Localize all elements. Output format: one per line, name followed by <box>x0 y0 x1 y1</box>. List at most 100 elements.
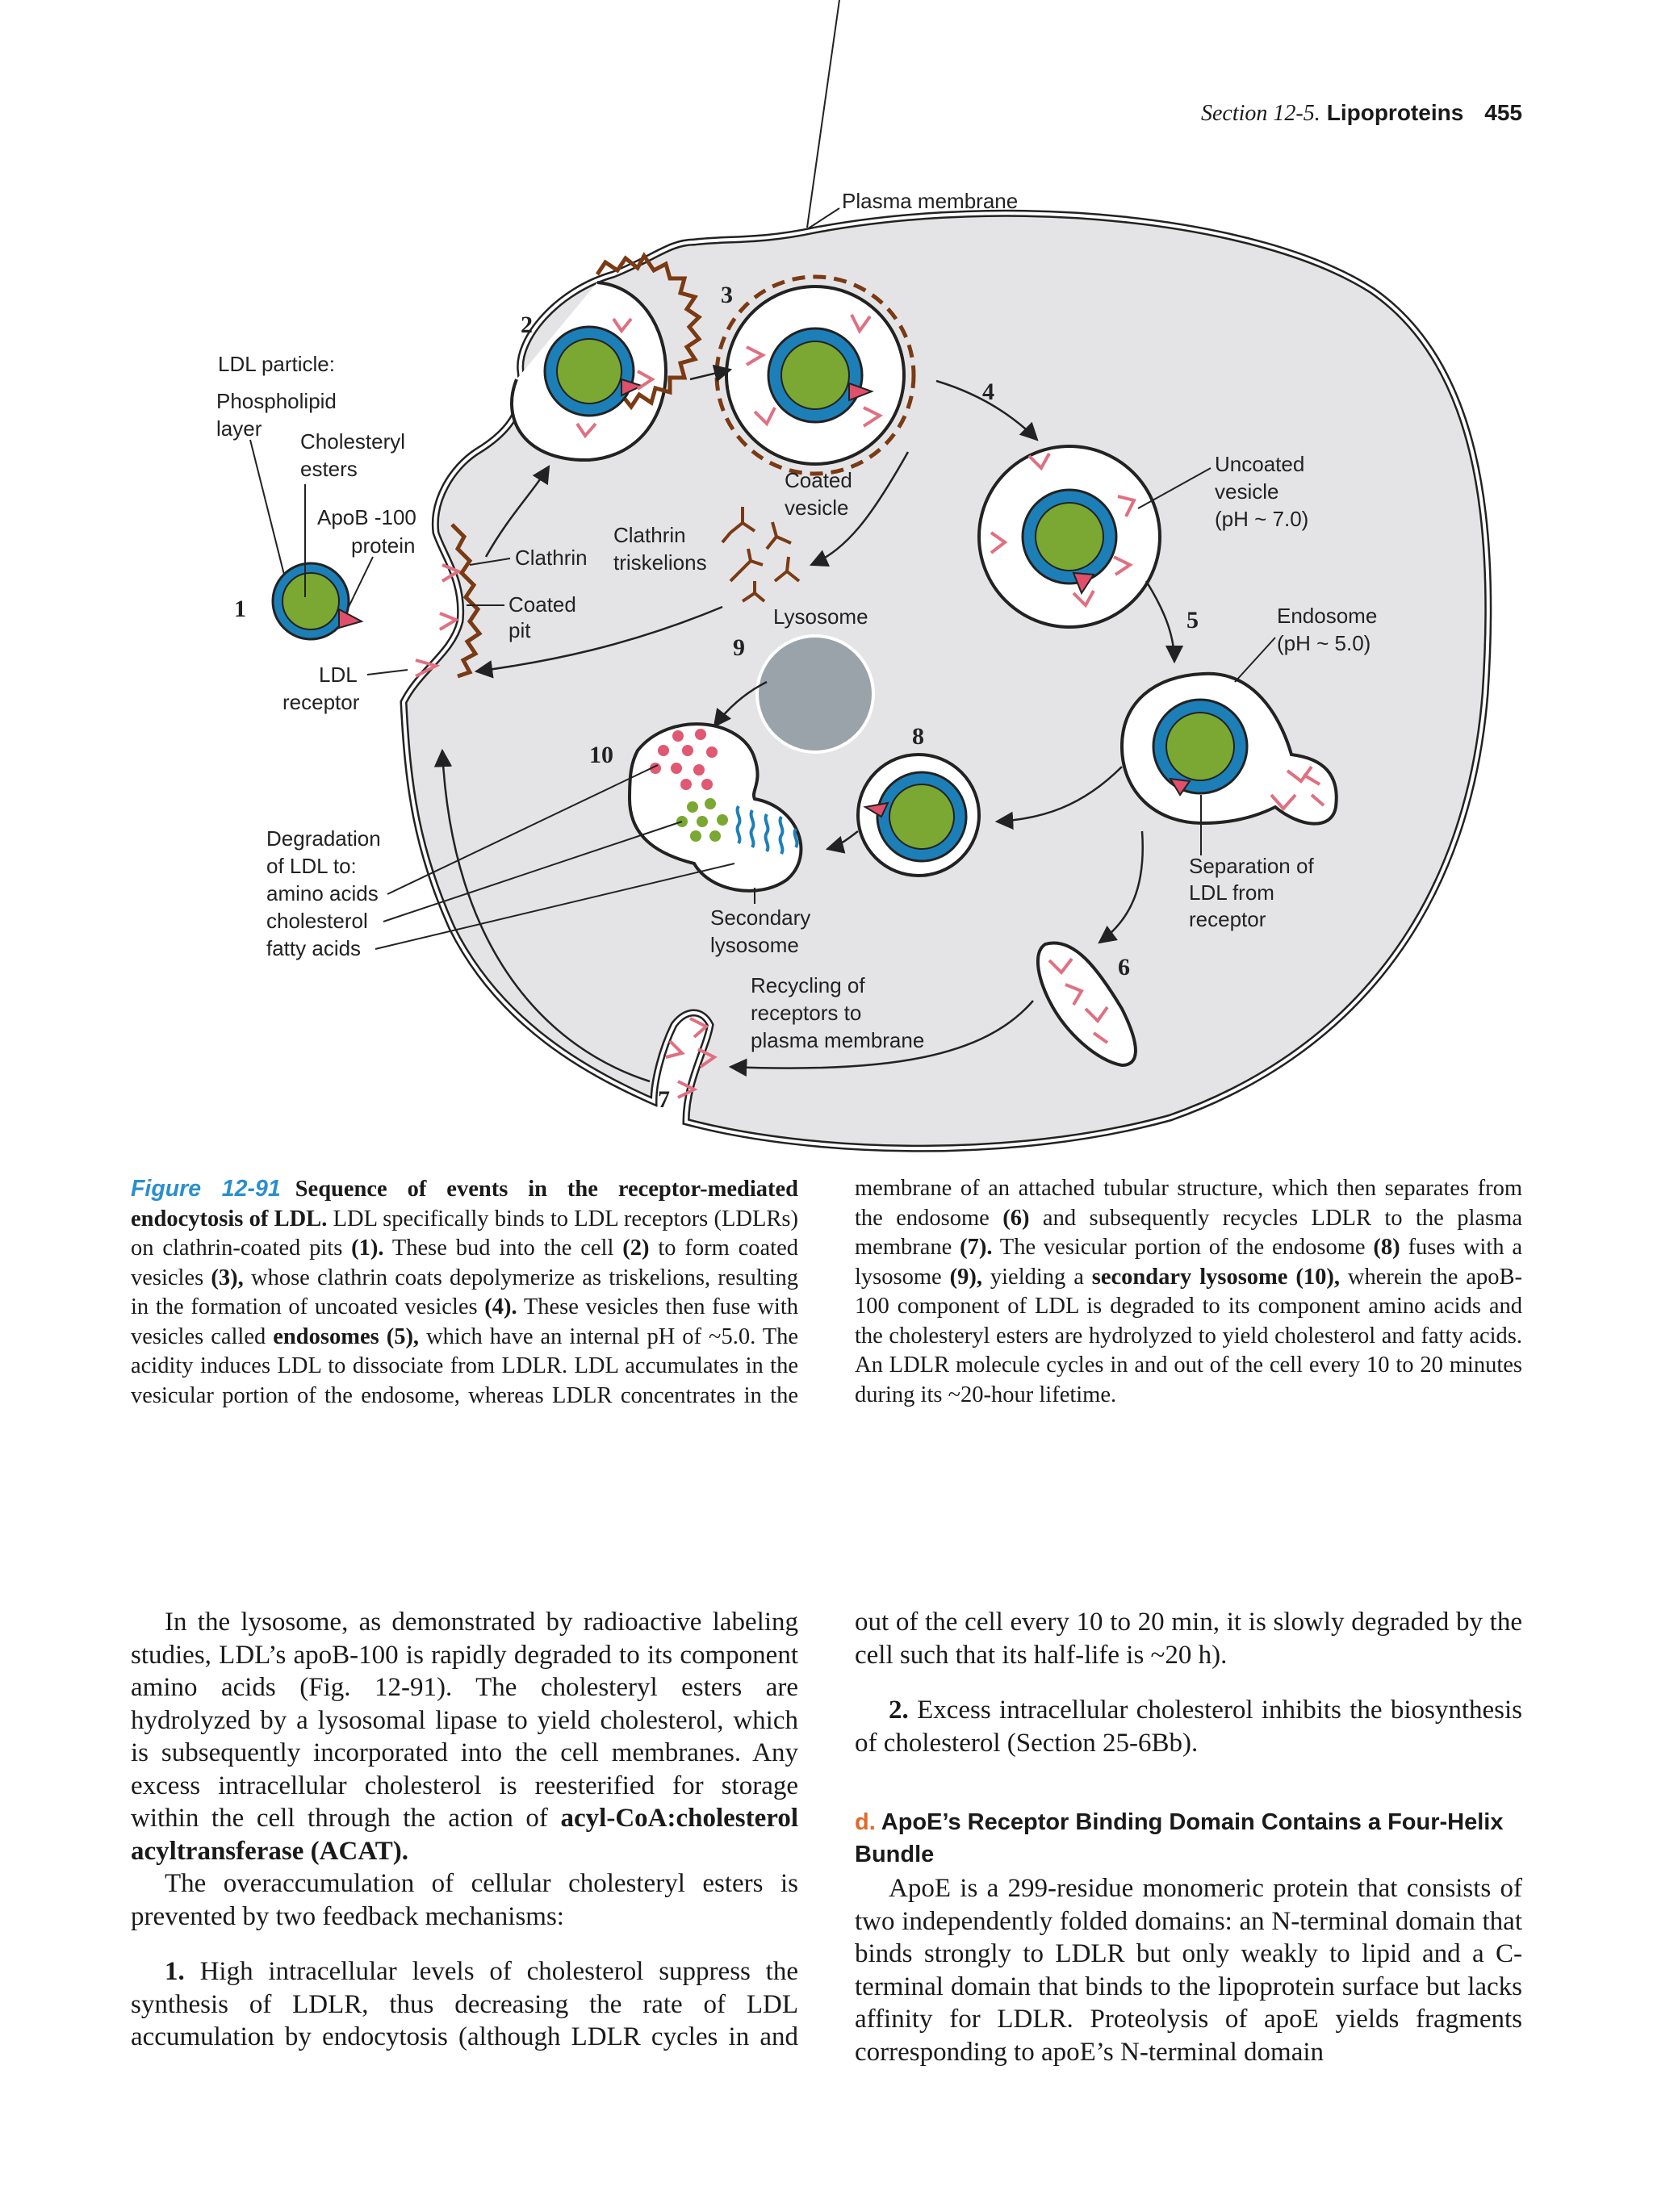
paragraph-text: In the lysosome, as demonstrated by radi… <box>131 1608 798 1833</box>
step-3: 3 <box>721 282 733 308</box>
arrow-8-10 <box>825 830 859 854</box>
arrow-recycle-clathrin <box>474 605 723 679</box>
endosome-5 <box>1119 671 1338 826</box>
caption-ref: (6) <box>1002 1205 1030 1231</box>
step-4: 4 <box>982 378 994 405</box>
separation-label-2: LDL from <box>1189 880 1274 905</box>
paragraph-4: 2. Excess intracellular cholesterol inhi… <box>855 1694 1522 1759</box>
caption-text: The vesicular portion of the endosome <box>999 1235 1366 1260</box>
lysosome-label: Lysosome <box>773 604 868 629</box>
secondary-lysosome-label-1: Secondary <box>710 905 810 930</box>
lysosome-9 <box>755 634 875 754</box>
recycling-label-1: Recycling of <box>751 973 865 997</box>
section-title: Lipoproteins <box>1326 100 1464 125</box>
arrow-5-6 <box>1098 830 1144 944</box>
caption-text: and subsequently recycles LDLR to the pl… <box>855 1205 1522 1261</box>
uncoated-label-3: (pH ~ 7.0) <box>1215 507 1308 531</box>
recycling-label-3: plasma membrane <box>751 1028 924 1052</box>
apob-label-2: protein <box>351 533 416 558</box>
secondary-lysosome-label-2: lysosome <box>710 933 799 957</box>
caption-text: yielding a <box>990 1264 1084 1290</box>
coated-vesicle-label-2: vesicle <box>785 496 848 520</box>
separation-label-1: Separation of <box>1189 854 1314 878</box>
phospholipid-label-1: Phospholipid <box>216 389 337 413</box>
vesicle-8 <box>856 753 981 877</box>
step-8: 8 <box>912 723 924 750</box>
ldl-endocytosis-figure: Plasma membrane LDL particle: Phospholip… <box>216 0 1492 1152</box>
list-number: 1. <box>165 1957 185 1986</box>
budding-vesicle-2 <box>510 252 702 462</box>
secondary-lysosome-10 <box>627 722 803 893</box>
coated-pit-label-2: pit <box>508 618 531 642</box>
degradation-label-1: Degradation <box>266 826 381 851</box>
uncoated-vesicle-4 <box>977 445 1161 629</box>
paragraph-text: Excess intracellular cholesterol inhibit… <box>855 1696 1523 1758</box>
tubular-vesicle-6 <box>1036 941 1137 1068</box>
caption-text: These bud into the cell <box>391 1236 614 1261</box>
arrow-2-3 <box>689 364 733 383</box>
step-7: 7 <box>658 1086 670 1113</box>
step-9: 9 <box>733 634 745 661</box>
clathrin-label: Clathrin <box>515 546 588 570</box>
coated-vesicle-label-1: Coated <box>785 468 852 492</box>
paragraph-3: 1. High intracellular levels of choleste… <box>131 1606 1522 2068</box>
caption-text: fuses with a lysosome <box>855 1235 1522 1290</box>
caption-title: Sequence of events in the receptor-media… <box>131 1177 798 1231</box>
caption-ref: secondary lysosome (10), <box>1091 1264 1340 1290</box>
caption-ref: (8) <box>1373 1235 1400 1260</box>
step-5: 5 <box>1186 607 1199 633</box>
endosome-label-1: Endosome <box>1277 604 1377 628</box>
body-text: In the lysosome, as demonstrated by radi… <box>131 1606 1522 2068</box>
caption-text: These vesicles then fuse with vesicles c… <box>131 1294 799 1349</box>
apob-label-1: ApoB -100 <box>317 505 416 529</box>
page-number: 455 <box>1484 100 1522 125</box>
paragraph-2: The overaccumulation of cellular cholest… <box>131 1869 798 1931</box>
subsection-heading: d. ApoE’s Receptor Binding Domain Contai… <box>855 1806 1522 1871</box>
ldl-receptor-label-2: receptor <box>282 690 360 714</box>
plasma-membrane-leader <box>806 0 840 228</box>
fatty-acids-label: fatty acids <box>266 936 361 960</box>
amino-acids-label: amino acids <box>266 881 379 905</box>
triskelions-label-2: triskelions <box>613 550 707 575</box>
figure-label: Figure 12-91 <box>131 1176 281 1202</box>
caption-text: wherein the apoB-100 component of LDL is… <box>855 1264 1522 1407</box>
ldl-receptor-label-1: LDL <box>319 663 358 687</box>
paragraph-5: ApoE is a 299-residue monomeric protein … <box>855 1874 1522 2067</box>
arrow-1-2 <box>484 465 550 558</box>
coated-vesicle-3 <box>714 274 916 476</box>
coated-pit-label-1: Coated <box>508 592 576 617</box>
separation-label-3: receptor <box>1189 907 1266 931</box>
triskelions-label-1: Clathrin <box>613 523 686 547</box>
cholesteryl-label-1: Cholesteryl <box>300 429 405 454</box>
endosome-label-2: (pH ~ 5.0) <box>1277 631 1371 655</box>
ldl-particle-1 <box>271 562 364 641</box>
caption-text: which have an internal pH of ~5.0. The a… <box>131 1176 1522 1408</box>
degradation-label-2: of LDL to: <box>266 854 357 878</box>
arrow-7-1 <box>433 748 651 1083</box>
page-header: Section 12-5.Lipoproteins 455 <box>1201 100 1522 127</box>
recycled-receptors-7 <box>665 1017 718 1099</box>
uncoated-label-2: vesicle <box>1215 479 1278 504</box>
caption-ref: (1). <box>351 1236 384 1261</box>
arrow-9-10 <box>713 680 768 728</box>
caption-ref: (2) <box>622 1236 650 1261</box>
heading-text: ApoE’s Receptor Binding Domain Contains … <box>855 1809 1504 1867</box>
step-1: 1 <box>234 596 246 622</box>
list-number: 2. <box>889 1696 909 1725</box>
caption-ref: (4). <box>484 1294 517 1319</box>
coated-pit-clathrin <box>450 523 483 679</box>
step-10: 10 <box>589 742 613 768</box>
plasma-membrane-label: Plasma membrane <box>842 189 1018 213</box>
caption-ref: (7). <box>960 1235 993 1260</box>
uncoated-label-1: Uncoated <box>1215 452 1304 476</box>
caption-text: to form coated vesicles <box>131 1236 798 1290</box>
arrow-uncoat <box>809 451 910 567</box>
heading-letter: d. <box>855 1809 876 1835</box>
arrow-4-5 <box>1145 580 1184 664</box>
arrow-6-7 <box>728 1000 1034 1077</box>
caption-text: LDL specifically binds to LDL receptors … <box>131 1206 799 1261</box>
caption-ref: (3), <box>211 1265 244 1290</box>
coated-pit-receptors <box>415 563 462 678</box>
section-number: Section 12-5. <box>1200 101 1320 126</box>
